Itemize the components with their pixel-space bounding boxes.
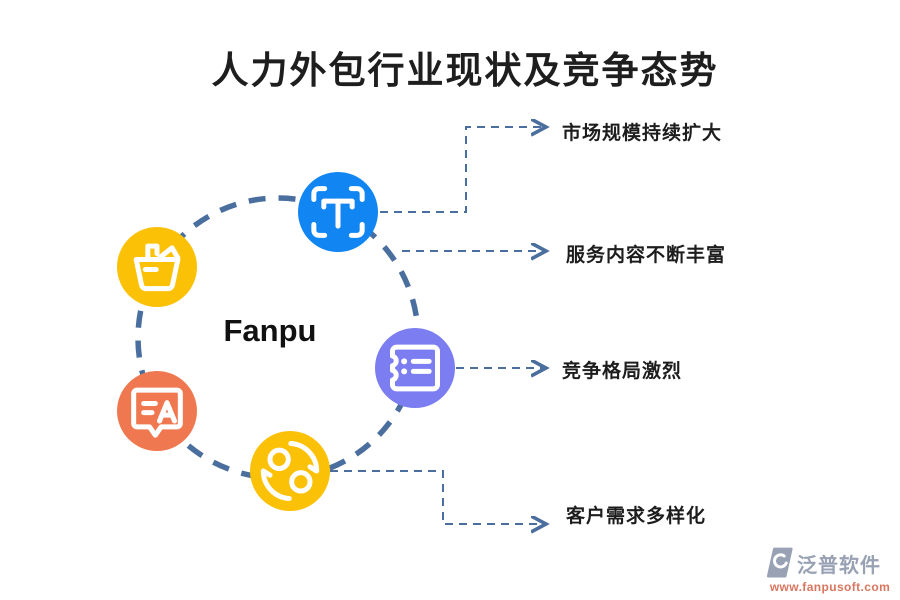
fanpu-logo-icon bbox=[766, 547, 793, 578]
page-title: 人力外包行业现状及竞争态势 bbox=[211, 50, 719, 91]
sync-icon bbox=[250, 431, 330, 511]
label-competition: 竞争格局激烈 bbox=[562, 361, 683, 382]
node-basket bbox=[117, 227, 197, 307]
ticket-icon bbox=[375, 328, 455, 408]
connector-customer bbox=[330, 470, 546, 524]
text-scan-icon bbox=[298, 172, 378, 252]
footer-logo: 泛普软件 www.fanpusoft.com bbox=[766, 547, 894, 594]
basket-icon bbox=[117, 227, 197, 307]
node-chat-translate bbox=[117, 371, 197, 451]
connector-market bbox=[380, 127, 546, 213]
label-market-scale: 市场规模持续扩大 bbox=[562, 123, 723, 144]
footer-brand-text: 泛普软件 bbox=[797, 554, 881, 577]
node-text-scan bbox=[298, 172, 378, 252]
label-customer-demand: 客户需求多样化 bbox=[566, 506, 707, 527]
footer-url-text: www.fanpusoft.com bbox=[769, 580, 891, 594]
node-sync bbox=[250, 431, 330, 511]
node-ticket bbox=[375, 328, 455, 408]
chat-translate-icon bbox=[117, 371, 197, 451]
label-service-content: 服务内容不断丰富 bbox=[566, 245, 727, 266]
center-brand-label: Fanpu bbox=[223, 313, 317, 348]
